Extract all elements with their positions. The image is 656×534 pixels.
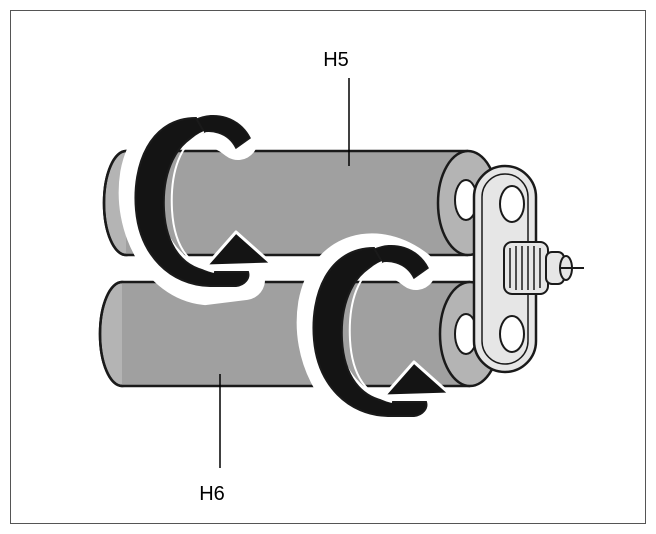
bracket-hole-bottom — [499, 315, 525, 353]
side-bracket — [472, 164, 584, 374]
roller-h5-body — [126, 151, 468, 255]
rotation-arrow-icon — [118, 103, 274, 306]
rotation-arrow-icon — [296, 233, 452, 436]
bracket-hole-top — [499, 185, 525, 223]
label-h5: H5 — [323, 49, 349, 71]
label-h6: H6 — [199, 483, 225, 505]
roller-h6-body — [122, 282, 470, 386]
gear-icon — [503, 241, 584, 295]
